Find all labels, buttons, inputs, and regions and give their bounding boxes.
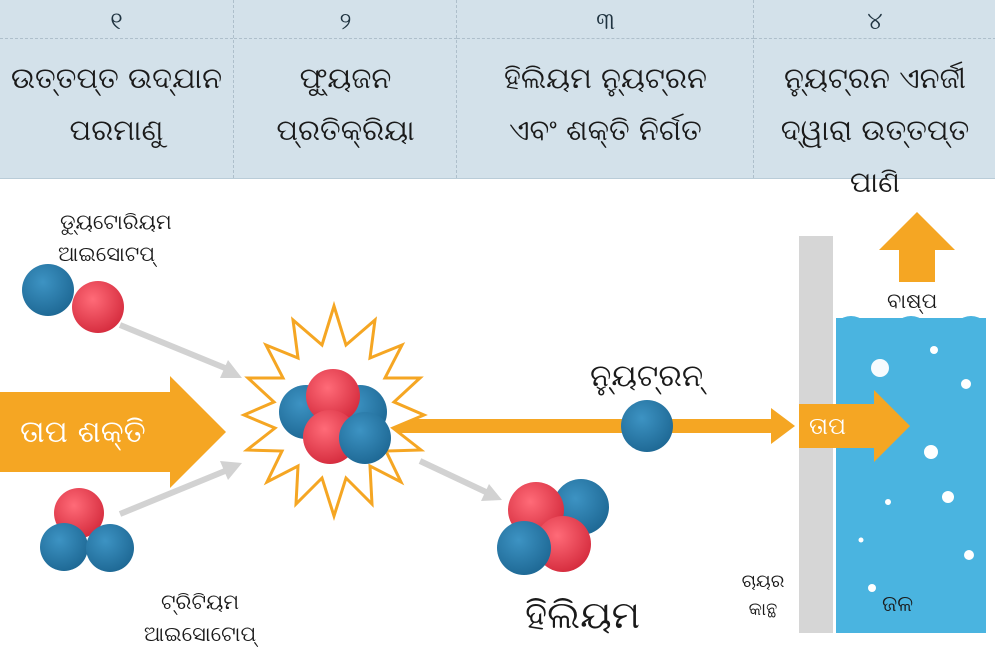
steps-header: ୧ ଉତ୍ତପ୍ତ ଉଦ୍‌ଯାନ ପରମାଣୁ ୨ ଫ୍ୟୁଜନ ପ୍ରତିକ…	[0, 0, 995, 199]
water-bubbles	[858, 346, 974, 592]
deuterium-atom	[22, 264, 124, 333]
water-label: ଜଳ	[882, 592, 914, 617]
helium-label: ହିଲିୟମ	[525, 593, 640, 637]
helium-nucleus	[497, 479, 609, 575]
tritium-atom	[40, 488, 134, 572]
step-title: ହିଲିୟମ ନ୍ୟୁଟ୍ରନ ଏବଂ ଶକ୍ତି ନିର୍ଗତ	[504, 61, 707, 147]
heat-energy-label: ତାପ ଶକ୍ତି	[20, 414, 146, 450]
heat-energy-arrow	[0, 376, 226, 488]
fused-nucleus	[279, 369, 391, 464]
deuterium-label: ଡ୍ୟୁଟୋରିୟମ ଆଇସୋଟପ୍	[58, 210, 172, 266]
chamber-wall-label: ଚାୟର କାନ୍ଥ	[741, 571, 785, 620]
steam-arrow	[879, 212, 955, 282]
steam-label: ବାଷ୍ପ	[887, 289, 938, 313]
step-number: ୪	[754, 4, 995, 39]
step-title: ନ୍ୟୁଟ୍ରନ ଏନର୍ଜୀ ଦ୍ୱାରା ଉତ୍ତପ୍ତ ପାଣି	[780, 61, 970, 199]
step-title: ଫ୍ୟୁଜନ ପ୍ରତିକ୍ରିୟା	[276, 61, 415, 147]
heat-label: ତାପ	[809, 412, 847, 440]
water-surface	[836, 316, 986, 340]
neutron-beam	[380, 419, 775, 433]
step-4: ୪ ନ୍ୟୁଟ୍ରନ ଏନର୍ଜୀ ଦ୍ୱାରା ଉତ୍ତପ୍ତ ପାଣି	[753, 0, 995, 199]
neutron-beam-head	[771, 408, 795, 444]
step-number: ୩	[457, 4, 754, 39]
neutron-label: ନ୍ୟୁଟ୍ରନ୍	[590, 358, 704, 394]
incoming-arrows	[118, 322, 502, 517]
step-2: ୨ ଫ୍ୟୁଜନ ପ୍ରତିକ୍ରିୟା	[233, 0, 457, 178]
tritium-label: ଟ୍ରିଟିୟମ ଆଇସୋଟୋପ୍	[143, 590, 257, 646]
step-number: ୨	[234, 4, 457, 39]
step-1: ୧ ଉତ୍ତପ୍ତ ଉଦ୍‌ଯାନ ପରମାଣୁ	[0, 0, 233, 178]
step-3: ୩ ହିଲିୟମ ନ୍ୟୁଟ୍ରନ ଏବଂ ଶକ୍ତି ନିର୍ଗତ	[456, 0, 754, 178]
heat-arrow	[799, 390, 910, 462]
water-body	[836, 318, 986, 633]
step-number: ୧	[0, 4, 233, 39]
neutron-particle	[621, 400, 673, 452]
step-title: ଉତ୍ତପ୍ତ ଉଦ୍‌ଯାନ ପରମାଣୁ	[10, 61, 223, 147]
